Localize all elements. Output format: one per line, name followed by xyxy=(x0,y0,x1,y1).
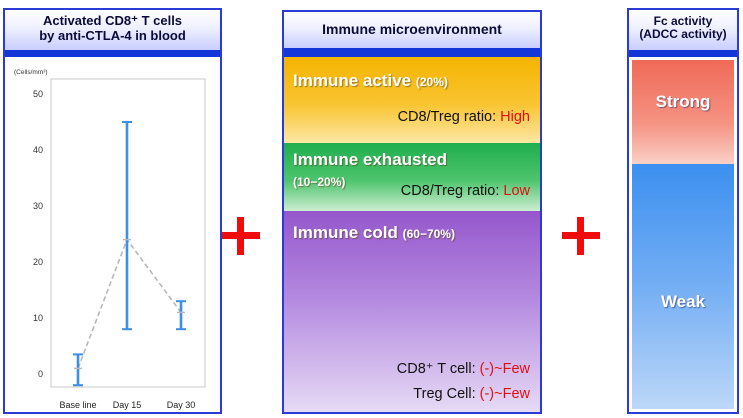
fc-weak-label: Weak xyxy=(660,292,706,311)
immune-exhausted-ratio-value: Low xyxy=(503,183,530,199)
y-tick-label: 0 xyxy=(38,369,43,379)
fc-activity-panel: Fc activity (ADCC activity) Strong Weak xyxy=(627,8,739,414)
fc-activity-subtitle: (ADCC activity) xyxy=(639,27,727,42)
immune-microenvironment-header: Immune microenvironment xyxy=(284,12,540,48)
fc-activity-title: Fc activity xyxy=(653,14,713,28)
immune-active-ratio-value: High xyxy=(500,109,530,125)
immune-cold-label: Immune cold xyxy=(293,223,398,242)
immune-active-ratio: CD8/Treg ratio: High xyxy=(398,109,530,125)
immune-microenvironment-header-bar xyxy=(284,48,540,57)
immune-exhausted-pct: (10−20%) xyxy=(293,175,346,189)
immune-cold-zone: Immune cold (60−70%) CD8⁺ T cell: (-)~Fe… xyxy=(284,211,540,412)
immune-active-ratio-label: CD8/Treg ratio: xyxy=(397,109,497,125)
immune-cold-pct: (60−70%) xyxy=(402,227,455,241)
immune-active-zone: Immune active (20%) CD8/Treg ratio: High xyxy=(284,57,540,143)
y-tick-label: 40 xyxy=(33,145,43,155)
treg-cell-line: Treg Cell: (-)~Few xyxy=(413,386,530,402)
cd8-t-cell-line: CD8⁺ T cell: (-)~Few xyxy=(397,361,530,377)
x-tick-label: Base line xyxy=(59,400,96,410)
fc-activity-header: Fc activity (ADCC activity) xyxy=(629,10,737,50)
x-tick-label: Day 30 xyxy=(167,400,196,410)
plus-icon xyxy=(222,217,260,255)
immune-active-label: Immune active xyxy=(293,71,412,90)
cd8-chart-header: Activated CD8⁺ T cells by anti-CTLA-4 in… xyxy=(5,10,220,50)
immune-active-title: Immune active (20%) xyxy=(293,71,448,91)
x-tick-label: Day 15 xyxy=(113,400,142,410)
immune-exhausted-zone: Immune exhausted (10−20%) CD8/Treg ratio… xyxy=(284,143,540,211)
treg-cell-label: Treg Cell: xyxy=(413,386,476,402)
y-tick-label: 10 xyxy=(33,313,43,323)
treg-cell-value: (-)~Few xyxy=(479,386,530,402)
immune-microenvironment-title: Immune microenvironment xyxy=(322,21,502,37)
cd8-chart-title-line1: Activated CD8⁺ T cells xyxy=(42,13,183,28)
cd8-chart-header-bar xyxy=(5,50,220,57)
y-tick-label: 20 xyxy=(33,257,43,267)
immune-microenvironment-panel: Immune microenvironment Immune active (2… xyxy=(282,10,542,414)
fc-strong-block: Strong xyxy=(632,60,734,164)
immune-exhausted-label: Immune exhausted xyxy=(293,150,447,169)
plus-icon xyxy=(562,217,600,255)
cd8-t-cell-label: CD8⁺ T cell: xyxy=(396,361,476,377)
fc-strong-label: Strong xyxy=(655,92,711,111)
y-tick-label: 30 xyxy=(33,201,43,211)
immune-active-pct: (20%) xyxy=(415,75,448,89)
cd8-chart-panel: Activated CD8⁺ T cells by anti-CTLA-4 in… xyxy=(3,8,222,414)
cd8-chart-title-line2: by anti-CTLA-4 in blood xyxy=(39,27,186,43)
cd8-t-cell-value: (-)~Few xyxy=(479,361,530,377)
y-tick-label: 50 xyxy=(33,89,43,99)
immune-cold-title: Immune cold (60−70%) xyxy=(293,223,455,243)
y-axis-unit-label: (Cells/mm³) xyxy=(14,69,48,76)
fc-weak-block: Weak xyxy=(632,164,734,409)
immune-exhausted-ratio: CD8/Treg ratio: Low xyxy=(401,183,530,199)
fc-activity-header-bar xyxy=(629,50,737,57)
immune-exhausted-ratio-label: CD8/Treg ratio: xyxy=(400,183,500,199)
